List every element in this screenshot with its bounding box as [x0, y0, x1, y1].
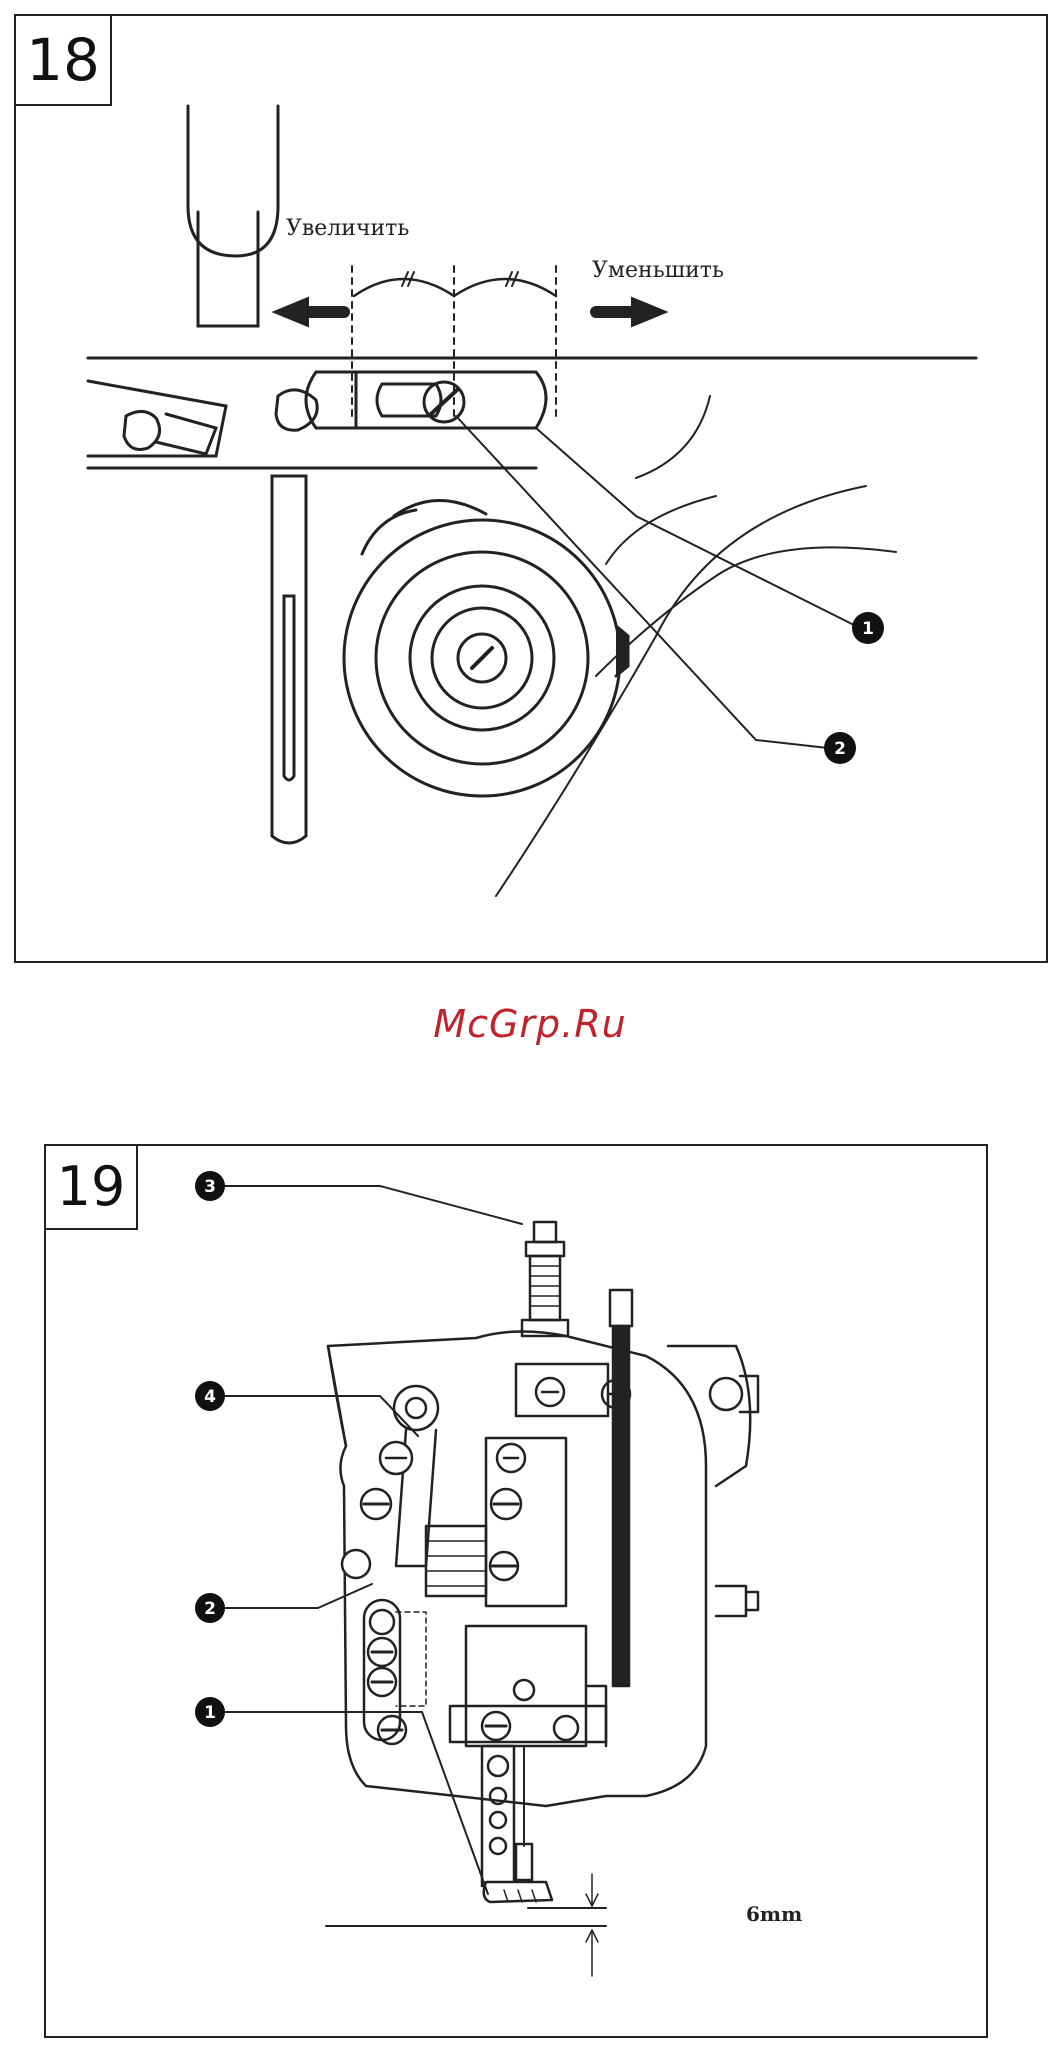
site-watermark: McGrp.Ru [0, 1002, 1060, 1046]
figure-18-panel: 18 [14, 14, 1048, 963]
label-increase: Увеличить [286, 216, 409, 241]
figure-19-callout-2: 2 [204, 1599, 216, 1619]
figure-18-drawing: 1 2 [16, 16, 1046, 961]
figure-19-callout-3: 3 [204, 1177, 216, 1197]
figure-18-callout-2: 2 [834, 739, 846, 759]
label-decrease: Уменьшить [592, 258, 724, 283]
figure-19-callout-1: 1 [204, 1703, 216, 1723]
figure-19-panel: 19 [44, 1144, 988, 2038]
figure-19-drawing: 3 4 2 1 [46, 1146, 986, 2036]
dimension-label-6mm: 6mm [746, 1902, 802, 1926]
figure-19-callout-4: 4 [204, 1387, 216, 1407]
figure-18-callout-1: 1 [862, 619, 874, 639]
